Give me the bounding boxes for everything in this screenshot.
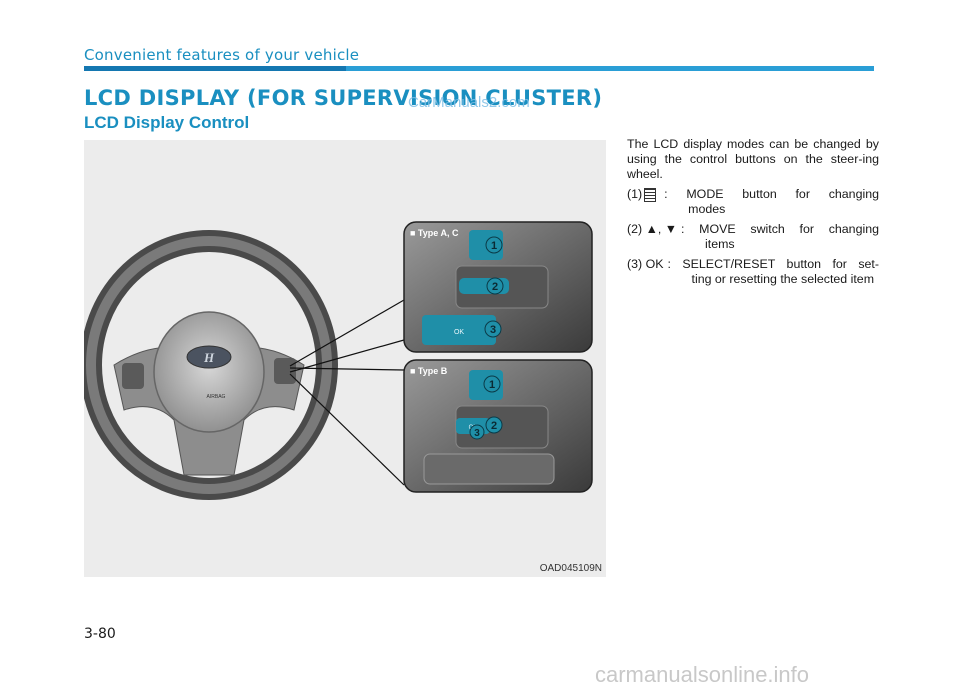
svg-text:2: 2 bbox=[492, 281, 498, 293]
svg-text:OK: OK bbox=[454, 329, 464, 336]
airbag-text: AIRBAG bbox=[207, 394, 226, 400]
header-bar-accent bbox=[84, 66, 346, 71]
steering-wheel-figure: H AIRBAG ■ Type A, C OK 1 2 3 ■ Type B bbox=[84, 140, 606, 577]
page-title: LCD DISPLAY (FOR SUPERVISION CLUSTER) bbox=[84, 86, 603, 110]
airbag-hub bbox=[153, 311, 265, 433]
figure-code: OAD045109N bbox=[539, 563, 602, 574]
mode-icon bbox=[644, 187, 657, 202]
footer-watermark: carmanualsonline.info bbox=[595, 662, 810, 687]
svg-text:3: 3 bbox=[474, 428, 480, 439]
page-number: 3-80 bbox=[84, 626, 116, 642]
header-bar bbox=[84, 66, 874, 71]
intro-paragraph: The LCD display modes can be changed by … bbox=[627, 137, 879, 181]
ok-button-a bbox=[422, 315, 496, 345]
svg-text:1: 1 bbox=[489, 379, 495, 391]
svg-text:2: 2 bbox=[491, 420, 497, 432]
steering-wheel-illustration: H AIRBAG ■ Type A, C OK 1 2 3 ■ Type B bbox=[84, 221, 593, 500]
svg-text:H: H bbox=[203, 350, 215, 365]
list-item: (3) OK : SELECT/RESET button for set-tin… bbox=[627, 257, 879, 286]
inset-a-label: ■ Type A, C bbox=[410, 228, 459, 238]
left-switch-pod bbox=[122, 363, 144, 389]
watermark: CarManuals2.com bbox=[408, 94, 530, 111]
right-switch-pod bbox=[274, 358, 296, 384]
inset-type-a-c: ■ Type A, C OK 1 2 3 bbox=[403, 221, 593, 353]
svg-text:3: 3 bbox=[490, 324, 496, 336]
logo-emblem bbox=[186, 345, 232, 369]
subtitle: LCD Display Control bbox=[84, 113, 250, 132]
svg-text:1: 1 bbox=[491, 240, 497, 252]
inset-b-label: ■ Type B bbox=[410, 366, 448, 376]
body-text: The LCD display modes can be changed by … bbox=[627, 137, 879, 287]
inset-type-b: ■ Type B OK 1 2 3 bbox=[403, 359, 593, 493]
header-section: Convenient features of your vehicle bbox=[84, 46, 360, 64]
